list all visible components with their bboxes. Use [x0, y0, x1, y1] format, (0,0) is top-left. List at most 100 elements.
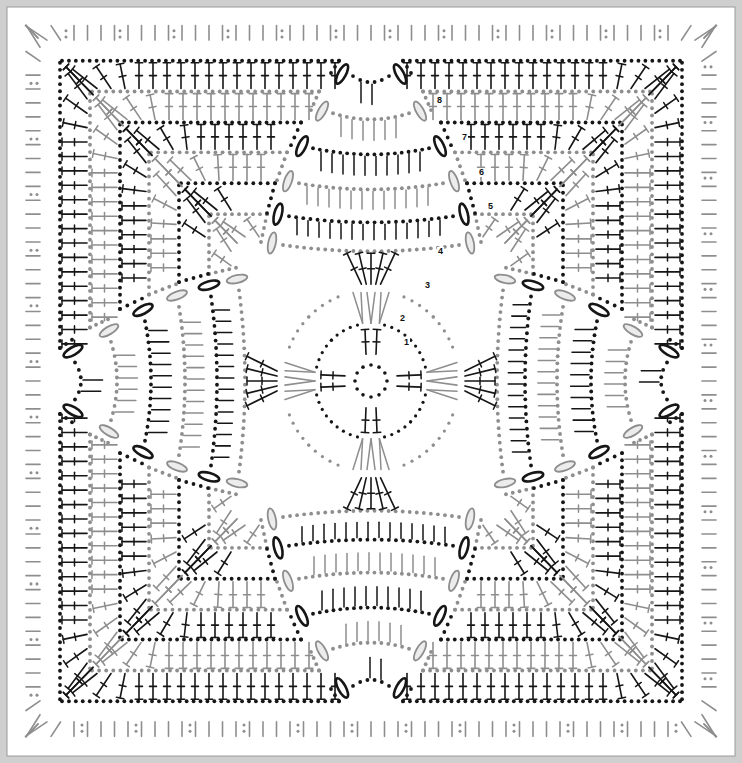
- single-stitch: [383, 191, 385, 209]
- chain-dot: [317, 90, 321, 94]
- treble-stitch: [381, 253, 395, 284]
- treble-top: [146, 94, 153, 96]
- chain-dot: [659, 375, 663, 379]
- chain-dot: [680, 669, 684, 673]
- chain-dot: [591, 466, 595, 470]
- chain-dot: [578, 471, 582, 475]
- treble-bar: [178, 75, 185, 77]
- treble-top: [445, 62, 453, 64]
- treble-bar: [607, 552, 609, 559]
- chain-dot: [556, 121, 560, 125]
- treble-top: [431, 62, 439, 64]
- treble-bar: [482, 136, 489, 138]
- stitch-tick: [249, 722, 251, 736]
- chain-dot: [675, 723, 678, 726]
- single-stitch: [510, 429, 525, 431]
- treble-bar: [119, 76, 126, 77]
- treble-stitch: [511, 253, 528, 265]
- stitch-tick: [114, 26, 116, 40]
- chain-dot: [497, 35, 500, 38]
- chain-dot: [366, 187, 370, 191]
- chain-dot: [591, 204, 595, 208]
- chain-dot: [623, 383, 627, 387]
- chain-dot: [501, 212, 505, 216]
- treble-top: [583, 171, 589, 176]
- single-stitch: [318, 222, 320, 237]
- puff-stitch: [622, 423, 644, 441]
- chain-dot: [559, 439, 563, 443]
- chain-dot: [680, 655, 684, 659]
- treble-top: [619, 274, 621, 282]
- treble-bar: [602, 149, 607, 154]
- chain-dot: [555, 397, 559, 401]
- chain-dot: [650, 630, 654, 634]
- treble-top: [679, 297, 681, 305]
- single-stitch: [605, 372, 623, 374]
- chain-dot: [215, 181, 219, 185]
- stitch-tick: [695, 722, 717, 736]
- treble-bar: [83, 76, 87, 82]
- chain-dot: [620, 579, 624, 583]
- treble-top: [403, 62, 411, 64]
- chain-dot: [460, 150, 464, 154]
- stitch-tick: [702, 575, 716, 577]
- treble-bar: [625, 107, 629, 113]
- chain-dot: [620, 186, 624, 190]
- chain-dot: [161, 121, 165, 125]
- chain-dot: [400, 186, 404, 190]
- single-stitch: [571, 374, 589, 376]
- treble-top: [552, 196, 558, 201]
- chain-dot: [592, 418, 596, 422]
- chain-dot: [680, 662, 684, 666]
- stitch-tick: [702, 589, 716, 591]
- treble-stitch: [649, 67, 676, 95]
- treble-bar: [586, 106, 593, 107]
- chain-dot: [539, 150, 543, 154]
- treble-bar: [667, 559, 669, 566]
- chain-dot: [208, 181, 212, 185]
- chain-dot: [65, 35, 68, 38]
- treble-top: [233, 62, 241, 64]
- v-stitch: [379, 292, 389, 323]
- treble-top: [215, 187, 221, 191]
- stitch-tick: [235, 26, 237, 40]
- treble-bar: [667, 182, 669, 189]
- chain-dot: [379, 152, 383, 156]
- chain-dot: [555, 390, 559, 394]
- chain-dot: [156, 150, 160, 154]
- chain-dot: [523, 368, 527, 372]
- single-stitch: [384, 224, 386, 239]
- chain-dot: [680, 676, 684, 680]
- chain-dot: [591, 293, 595, 297]
- treble-top: [243, 154, 251, 156]
- stitch-tick: [702, 51, 716, 61]
- treble-bar: [592, 137, 596, 143]
- chain-dot: [665, 361, 669, 365]
- stitch-tick: [492, 26, 494, 40]
- chain-dot: [556, 354, 560, 358]
- single-stitch: [572, 408, 590, 410]
- chain-dot: [591, 90, 595, 94]
- treble-stitch: [537, 157, 548, 180]
- treble-stitch: [96, 98, 123, 126]
- single-stitch: [361, 191, 363, 209]
- treble-bar: [607, 260, 609, 267]
- chain-dot: [373, 80, 377, 84]
- single-stitch: [540, 428, 557, 430]
- chain-dot: [337, 59, 341, 63]
- stitch-tick: [195, 722, 197, 736]
- chain-dot: [523, 383, 527, 387]
- treble-top: [673, 64, 678, 70]
- treble-bar: [637, 241, 639, 248]
- treble-bar: [542, 106, 549, 108]
- chain-dot: [267, 204, 271, 208]
- chain-dot: [591, 347, 595, 351]
- treble-bar: [667, 588, 669, 595]
- single-stitch: [608, 349, 626, 351]
- chain-dot: [102, 59, 106, 63]
- treble-top: [499, 93, 507, 95]
- single-stitch: [513, 304, 528, 306]
- treble-stitch: [126, 97, 141, 119]
- treble-bar: [667, 254, 669, 261]
- treble-bar: [578, 235, 580, 242]
